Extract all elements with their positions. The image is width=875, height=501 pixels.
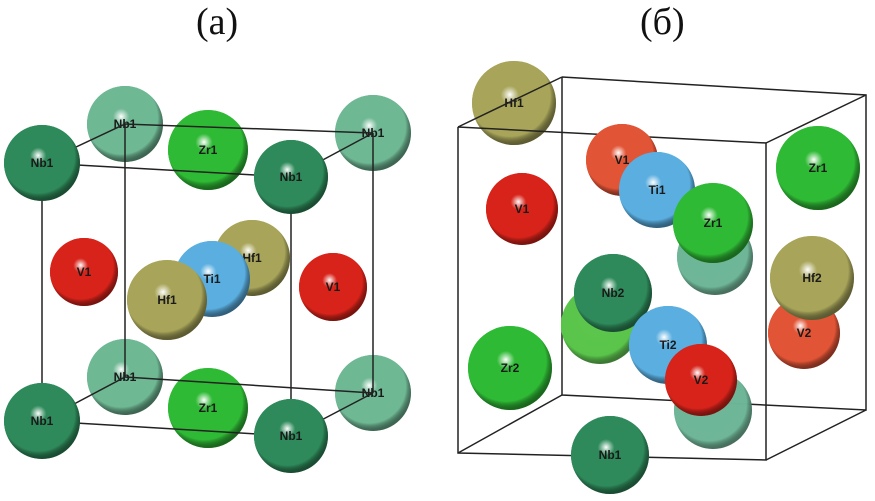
atom-label: Ti1 [203, 272, 220, 286]
atom-zr1: Zr1 [168, 368, 248, 448]
atom-sphere [472, 61, 556, 145]
atom-label: Zr2 [501, 361, 520, 375]
atom-nb1: Nb1 [571, 416, 649, 494]
atom-label: V1 [326, 280, 341, 294]
atom-nb2: Nb2 [574, 254, 652, 332]
atom-sphere [254, 399, 328, 473]
atom-sphere [673, 183, 753, 263]
atom-label: Nb1 [599, 448, 622, 462]
atom-label: V2 [694, 373, 709, 387]
atom-sphere [4, 125, 80, 201]
atom-zr1: Zr1 [673, 183, 753, 263]
atom-zr1: Zr1 [776, 126, 860, 210]
atom-sphere [127, 260, 207, 340]
panel-a-title: (а) [196, 1, 239, 43]
atom-label: Hf1 [242, 251, 262, 265]
atom-nb1: Nb1 [4, 125, 80, 201]
atom-label: Nb1 [31, 156, 54, 170]
atom-label: Nb1 [280, 170, 303, 184]
atom-sphere [486, 173, 558, 245]
cell-edge [765, 409, 867, 461]
atom-label: Zr1 [199, 401, 218, 415]
atom-sphere [50, 238, 118, 306]
cell-edge [765, 94, 867, 144]
atom-hf1: Hf1 [472, 61, 556, 145]
atom-label: Zr1 [809, 161, 828, 175]
atom-label: Zr1 [704, 216, 723, 230]
atom-sphere [468, 326, 552, 410]
atom-v1: V1 [486, 173, 558, 245]
cell-edge [41, 420, 292, 437]
atom-sphere [299, 253, 367, 321]
atom-zr1: Zr1 [168, 110, 248, 190]
atom-sphere [574, 254, 652, 332]
atom-sphere [254, 140, 328, 214]
atom-label: Zr1 [199, 143, 218, 157]
atom-sphere [168, 368, 248, 448]
atom-label: Hf1 [504, 96, 524, 110]
atom-hf2: Hf2 [770, 236, 854, 320]
atom-sphere [770, 236, 854, 320]
atom-label: V1 [77, 265, 92, 279]
atom-sphere [665, 344, 737, 416]
atom-nb1: Nb1 [254, 399, 328, 473]
atom-hf1: Hf1 [127, 260, 207, 340]
cell-edge [124, 123, 374, 134]
panel-b-title: (б) [640, 1, 685, 43]
cell-edge [41, 162, 292, 178]
atom-sphere [776, 126, 860, 210]
atom-label: V2 [797, 326, 812, 340]
atom-v2: V2 [665, 344, 737, 416]
cell-edge [124, 376, 374, 394]
atom-label: Nb2 [602, 286, 625, 300]
atom-label: Nb1 [31, 414, 54, 428]
atom-label: Hf2 [802, 271, 822, 285]
atom-label: Ti2 [659, 338, 676, 352]
atom-label: Ti1 [648, 183, 665, 197]
atom-label: Hf1 [157, 293, 177, 307]
atom-sphere [571, 416, 649, 494]
cell-edge [457, 76, 563, 128]
atom-v1: V1 [50, 238, 118, 306]
atom-sphere [4, 383, 80, 459]
atom-nb1: Nb1 [254, 140, 328, 214]
atom-nb1: Nb1 [4, 383, 80, 459]
atom-zr2: Zr2 [468, 326, 552, 410]
atom-sphere [168, 110, 248, 190]
cell-edge [457, 394, 563, 454]
atom-label: V1 [615, 153, 630, 167]
atom-label: V1 [515, 202, 530, 216]
atom-label: Nb1 [280, 429, 303, 443]
atom-v1: V1 [299, 253, 367, 321]
